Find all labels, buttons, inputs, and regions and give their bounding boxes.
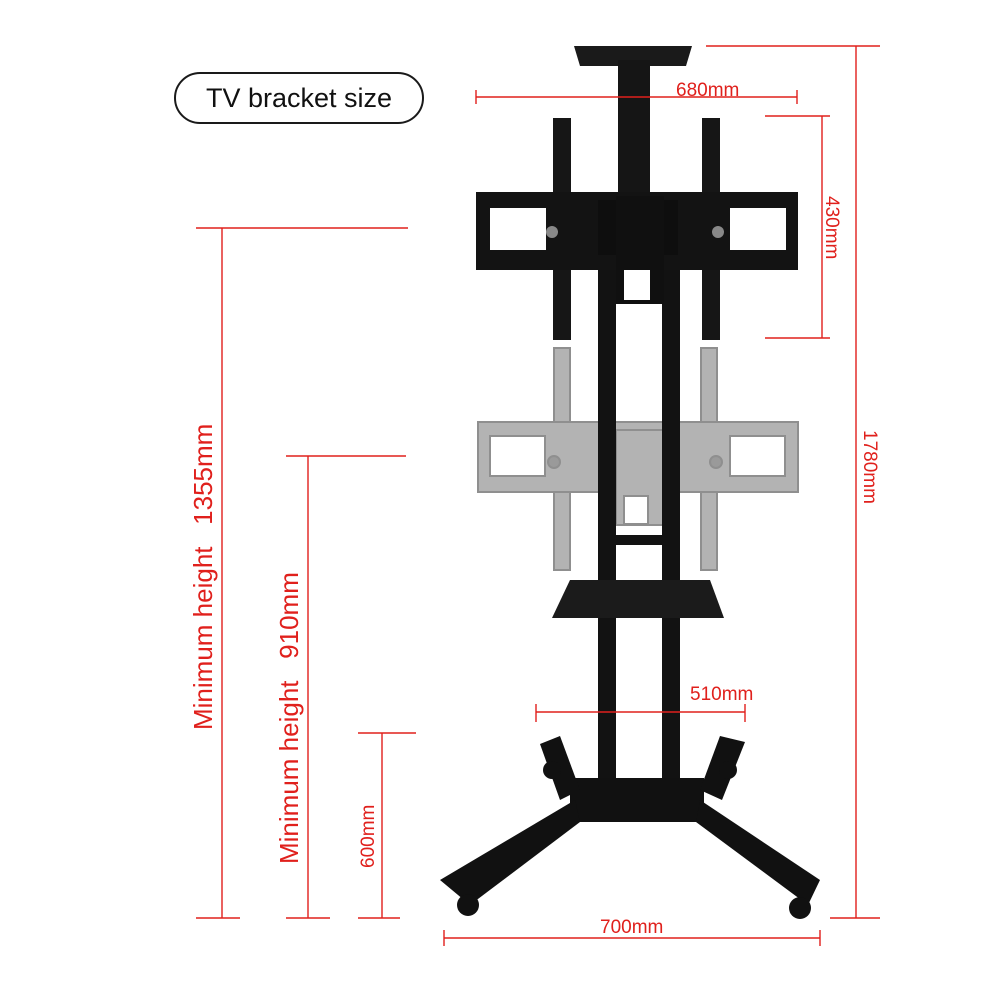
tv-bracket — [476, 118, 798, 340]
bracket-slot-right — [730, 208, 786, 250]
bracket-knob-right — [712, 226, 724, 238]
base-center-box — [570, 778, 704, 822]
base — [440, 736, 820, 919]
front-right-leg — [696, 800, 820, 905]
top-shelf — [574, 46, 692, 200]
middle-shelf — [552, 580, 724, 618]
title-pill: TV bracket size — [174, 72, 424, 124]
top-mast — [618, 60, 650, 200]
pole-crossbar — [612, 535, 666, 545]
label-680: 680mm — [676, 80, 739, 101]
wheel-back-left — [543, 761, 561, 779]
right-pole — [662, 255, 680, 790]
dimension-lines — [196, 45, 880, 946]
ghost-slot-right — [729, 435, 786, 477]
label-430: 430mm — [821, 196, 842, 259]
top-shelf-plate — [574, 46, 692, 66]
front-left-leg — [440, 800, 580, 905]
ghost-bracket — [477, 347, 799, 571]
wheel-front-right — [789, 897, 811, 919]
ghost-knob-left — [547, 455, 561, 469]
label-700: 700mm — [600, 917, 663, 938]
label-910: Minimum height 910mm — [274, 572, 304, 864]
ghost-slot-left — [489, 435, 546, 477]
middle-shelf-plate — [552, 580, 724, 618]
left-pole — [598, 255, 616, 790]
poles — [598, 255, 680, 790]
ghost-center-slot — [623, 495, 649, 525]
ghost-knob-right — [709, 455, 723, 469]
title-text: TV bracket size — [205, 82, 393, 113]
bracket-knob-left — [546, 226, 558, 238]
wheel-back-right — [719, 761, 737, 779]
label-1355: Minimum height 1355mm — [188, 424, 218, 730]
wheel-front-left — [457, 894, 479, 916]
label-600: 600mm — [358, 805, 379, 868]
bracket-center-slot — [624, 270, 650, 300]
bracket-slot-left — [490, 208, 546, 250]
label-1780: 1780mm — [859, 430, 880, 504]
label-510: 510mm — [690, 684, 753, 705]
